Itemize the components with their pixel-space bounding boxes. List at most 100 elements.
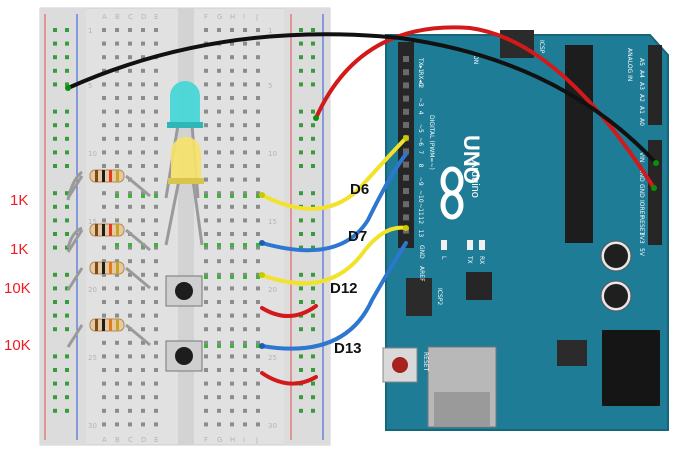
breadboard-hole: [217, 245, 221, 250]
breadboard-hole: [204, 395, 208, 400]
wire-red-loop-1: [260, 304, 318, 318]
rail-hole: [65, 327, 69, 332]
rail-hole: [53, 82, 57, 87]
rail-hole: [65, 354, 69, 359]
breadboard-hole: [141, 354, 145, 359]
breadboard-hole: [115, 164, 119, 168]
active-hole: [256, 243, 260, 247]
gnd-label: GND: [418, 245, 425, 259]
breadboard-hole: [141, 41, 145, 46]
breadboard-hole: [154, 150, 158, 155]
breadboard-hole: [141, 381, 145, 386]
breadboard-hole: [256, 96, 260, 100]
breadboard-hole: [102, 123, 106, 128]
breadboard-hole: [141, 245, 145, 250]
breadboard-hole: [243, 422, 247, 427]
breadboard-hole: [217, 300, 221, 304]
breadboard-hole: [115, 340, 119, 345]
voltage-regulator: [557, 340, 587, 366]
breadboard-hole: [128, 272, 132, 277]
active-hole: [141, 194, 145, 198]
tx-label: TX: [466, 255, 473, 264]
breadboard-hole: [230, 408, 234, 413]
wire-yellow-d12: [260, 225, 408, 286]
breadboard-hole: [256, 286, 260, 291]
digital-pin: [403, 108, 409, 115]
breadboard-hole: [154, 218, 158, 223]
active-hole: [256, 275, 260, 279]
breadboard-hole: [141, 136, 145, 141]
analog-pin-label: A1: [638, 106, 645, 114]
breadboard-hole: [217, 218, 221, 223]
breadboard-hole: [115, 395, 119, 400]
digital-header-label: DIGITAL (PWM=~): [428, 115, 435, 170]
breadboard-hole: [141, 96, 145, 100]
breadboard-hole: [217, 327, 221, 332]
breadboard-hole: [204, 232, 208, 236]
breadboard-hole: [217, 136, 221, 141]
rail-hole: [53, 300, 57, 304]
rail-hole: [299, 354, 303, 359]
push-button-2[interactable]: [165, 340, 203, 372]
rail-hole: [311, 313, 315, 318]
breadboard-hole: [154, 354, 158, 359]
breadboard-hole: [102, 68, 106, 73]
rail-hole: [311, 368, 315, 372]
row-number-left: 25: [88, 354, 97, 362]
breadboard-hole: [217, 422, 221, 427]
active-hole: [128, 194, 132, 198]
digital-pin-label: 2: [417, 84, 424, 88]
breadboard-hole: [217, 340, 221, 345]
wire-label-d7: D7: [348, 228, 367, 245]
breadboard-hole: [204, 300, 208, 304]
breadboard-hole: [154, 191, 158, 196]
breadboard-hole: [256, 82, 260, 87]
rail-hole: [65, 204, 69, 209]
breadboard-hole: [102, 164, 106, 168]
breadboard-hole: [204, 354, 208, 359]
arduino-model: UNO: [459, 135, 484, 184]
rail-hole: [311, 286, 315, 291]
rail-hole: [311, 109, 315, 114]
breadboard-hole: [256, 340, 260, 345]
breadboard-hole: [204, 327, 208, 332]
rail-hole: [65, 272, 69, 277]
breadboard-hole: [204, 82, 208, 87]
rail-hole: [299, 55, 303, 60]
rail-hole: [311, 381, 315, 386]
breadboard-hole: [230, 354, 234, 359]
breadboard-hole: [204, 218, 208, 223]
breadboard-hole: [128, 55, 132, 60]
breadboard-hole: [115, 368, 119, 372]
breadboard-hole: [141, 313, 145, 318]
breadboard-hole: [154, 245, 158, 250]
breadboard-hole: [102, 191, 106, 196]
breadboard-hole: [204, 245, 208, 250]
push-button-1[interactable]: [165, 275, 203, 307]
resistor-2: [66, 223, 151, 253]
rail-hole: [311, 300, 315, 304]
breadboard-hole: [256, 41, 260, 46]
active-hole: [243, 194, 247, 198]
breadboard-hole: [217, 395, 221, 400]
l-led: [441, 240, 447, 250]
breadboard-hole: [154, 395, 158, 400]
breadboard-hole: [102, 381, 106, 386]
breadboard-hole: [256, 164, 260, 168]
breadboard-hole: [217, 272, 221, 277]
wire-ends: [65, 85, 659, 349]
usb-chip: [466, 272, 492, 300]
breadboard-hole: [102, 354, 106, 359]
breadboard-hole: [154, 177, 158, 182]
breadboard-hole: [128, 41, 132, 46]
column-letter-bottom: D: [141, 436, 146, 444]
breadboard-hole: [256, 68, 260, 73]
digital-pin-label: RX◂0: [417, 71, 424, 86]
breadboard-hole: [115, 313, 119, 318]
breadboard-hole: [204, 123, 208, 128]
resistor-label-1: 1K: [10, 192, 28, 209]
breadboard-hole: [128, 259, 132, 264]
digital-pin: [403, 56, 409, 62]
icsp2-header: [406, 278, 432, 316]
